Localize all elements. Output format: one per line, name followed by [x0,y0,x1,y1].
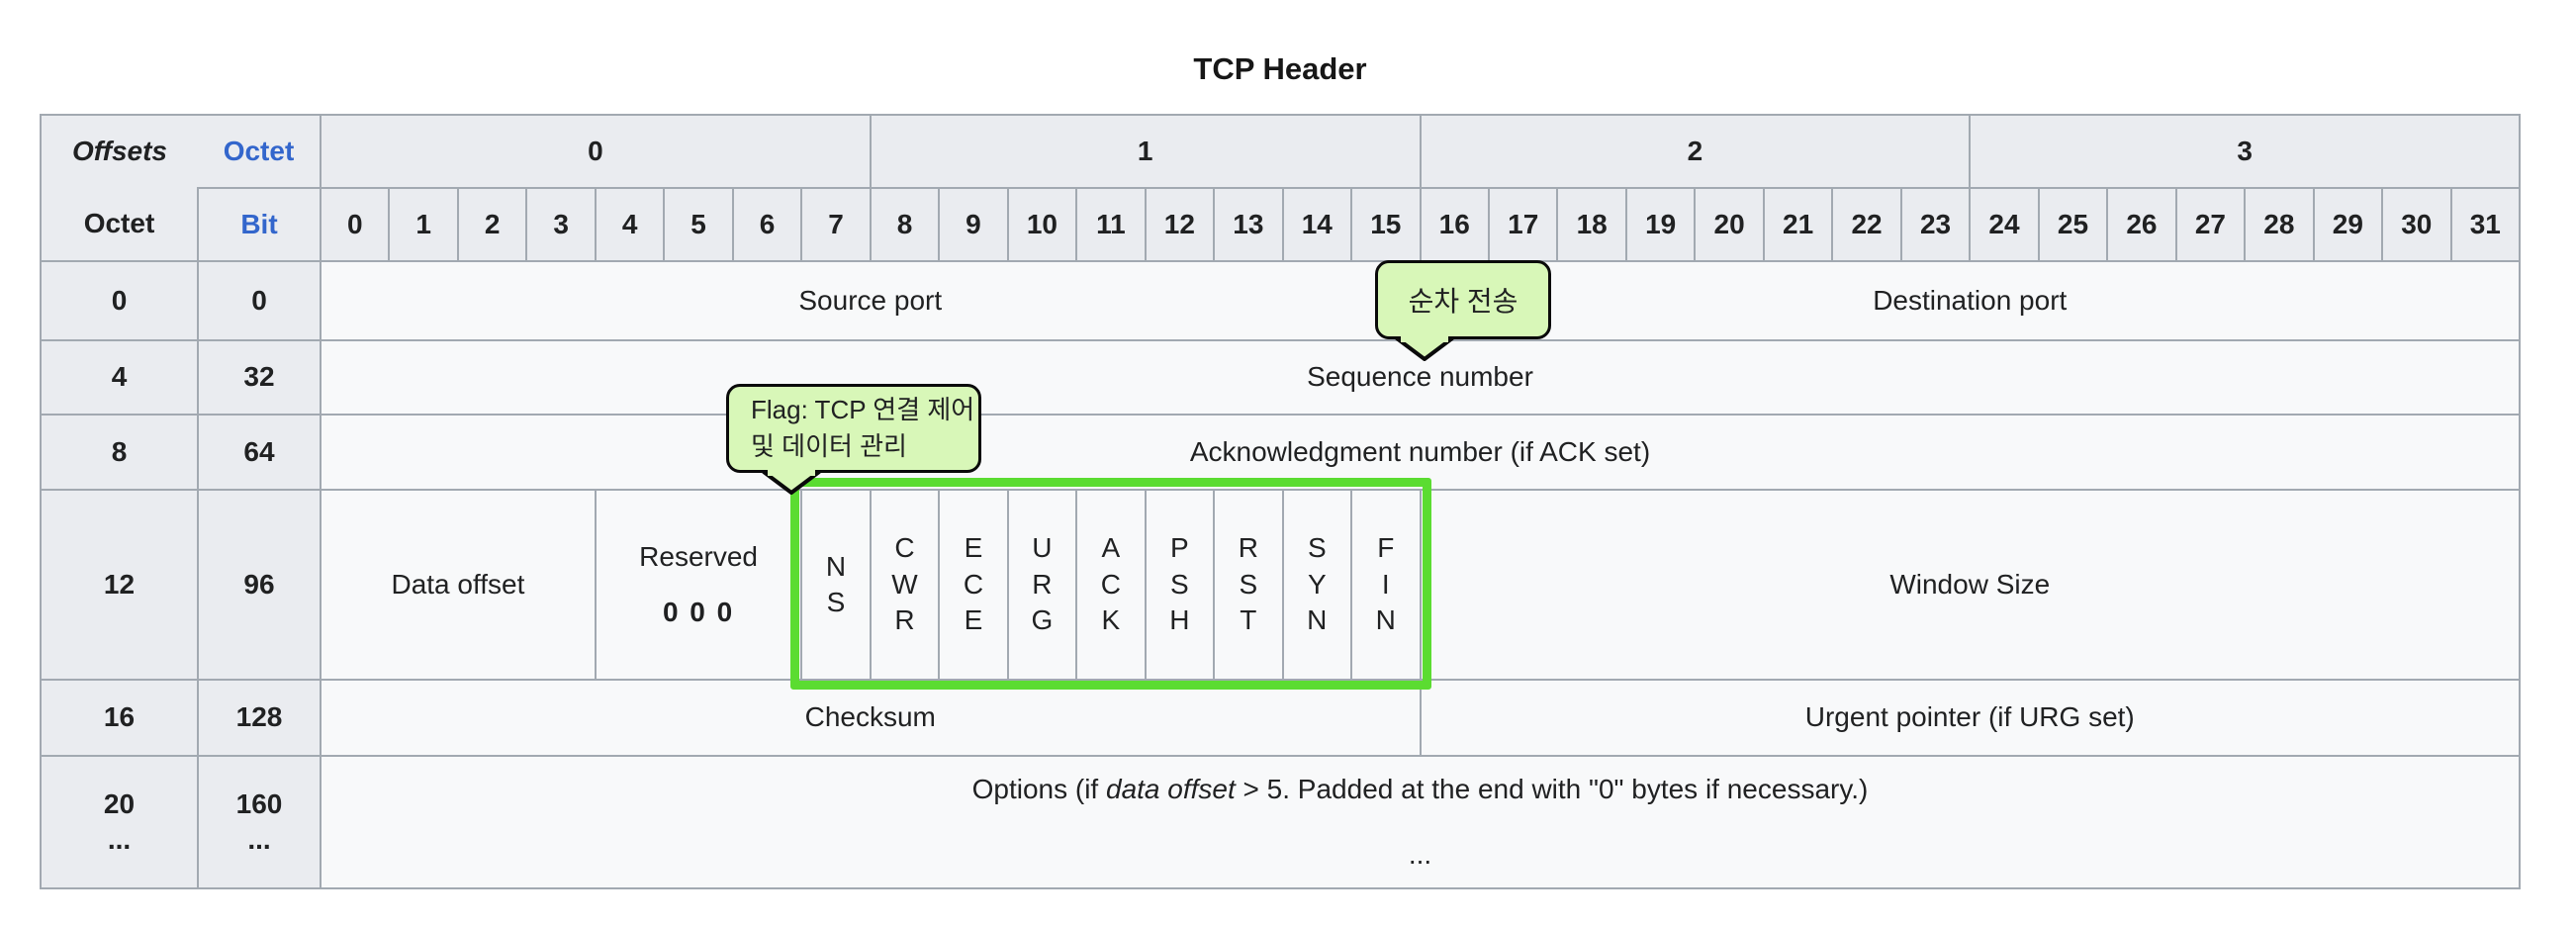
offset-bit-0: 0 [197,260,322,341]
urgent-pointer-field: Urgent pointer (if URG set) [1419,679,2521,757]
offset-octet-12: 12 [40,489,199,681]
bit-0: 0 [319,187,391,262]
flag-ns: N S [800,489,872,681]
bit-21: 21 [1762,187,1834,262]
bit-8: 8 [869,187,941,262]
row-checksum: 16 128 Checksum Urgent pointer (if URG s… [40,679,2521,757]
offsets-label: Offsets [40,114,198,188]
flag-psh: P S H [1144,489,1216,681]
diagram-title: TCP Header [1193,51,1367,86]
offset-bit-96: 96 [197,489,322,681]
row-flags: 12 96 Data offset Reserved 0 0 0 N S C W… [40,489,2521,681]
offset-bit-128: 128 [197,679,322,757]
octet-link[interactable]: Octet [198,114,322,189]
row-options: 20 ... 160 ... Options (if data offset >… [40,755,2521,889]
tcp-header-table: Offsets Octet 0 1 2 3 Octet Bit 0 1 2 3 … [40,114,2522,889]
options-suffix: > 5. Padded at the end with "0" bytes if… [1235,774,1869,804]
bit-17: 17 [1487,187,1559,262]
bit-2: 2 [456,187,528,262]
offset-bit-64: 64 [197,414,322,491]
octet-group-0: 0 [320,114,872,189]
octet-group-2: 2 [1419,114,1972,189]
row-ports: 0 0 Source port Destination port [40,260,2521,341]
bit-19: 19 [1624,187,1697,262]
source-port-field: Source port [320,260,1422,341]
bit-20: 20 [1694,187,1765,262]
offset-octet-8: 8 [40,414,199,491]
bit-1: 1 [388,187,459,262]
octet-group-row: Offsets Octet 0 1 2 3 [40,114,2521,189]
tooltip-flags-line1: Flag: TCP 연결 제어 [751,395,975,424]
flag-cwr: C W R [869,489,941,681]
bit-22: 22 [1831,187,1902,262]
options-data-offset-italic: data offset [1106,774,1236,804]
bit-9: 9 [938,187,1009,262]
checksum-field: Checksum [320,679,1422,757]
bit-link[interactable]: Bit [197,187,322,262]
bit-24: 24 [1969,187,2040,262]
tooltip-sequence: 순차 전송 [1375,260,1551,339]
tooltip-sequence-tail-icon [1395,336,1454,361]
bit-7: 7 [800,187,872,262]
offset-bit-32: 32 [197,339,322,416]
flag-urg: U R G [1006,489,1078,681]
bit-23: 23 [1899,187,1972,262]
bit-25: 25 [2037,187,2109,262]
bit-3: 3 [525,187,597,262]
tooltip-flags: Flag: TCP 연결 제어 및 데이터 관리 [726,384,981,473]
reserved-bits: 0 0 0 [662,597,735,627]
octet-group-1: 1 [869,114,1422,189]
offset-octet-20: 20 ... [40,755,199,889]
bit-number-row: Octet Bit 0 1 2 3 4 5 6 7 8 9 10 11 12 1… [40,187,2522,262]
flag-rst: R S T [1213,489,1284,681]
reserved-field: Reserved 0 0 0 [594,489,803,681]
window-size-field: Window Size [1419,489,2521,681]
ack-number-field: Acknowledgment number (if ACK set) [320,414,2521,491]
bit-10: 10 [1006,187,1078,262]
flag-fin: F I N [1350,489,1422,681]
options-field: Options (if data offset > 5. Padded at t… [320,755,2521,889]
octet-group-3: 3 [1969,114,2521,189]
bit-15: 15 [1350,187,1422,262]
flag-ece: E C E [938,489,1009,681]
bit-6: 6 [731,187,803,262]
reserved-label: Reserved [639,541,758,572]
destination-port-field: Destination port [1419,260,2521,341]
row-ack-number: 8 64 Acknowledgment number (if ACK set) [40,414,2521,491]
options-prefix: Options (if [971,774,1106,804]
bit-26: 26 [2106,187,2177,262]
flag-ack: A C K [1075,489,1147,681]
tooltip-flags-tail-icon [762,470,821,495]
bit-29: 29 [2312,187,2384,262]
bit-27: 27 [2174,187,2247,262]
bit-12: 12 [1144,187,1216,262]
flag-syn: S Y N [1281,489,1353,681]
bit-14: 14 [1281,187,1353,262]
bit-30: 30 [2381,187,2452,262]
bit-16: 16 [1419,187,1490,262]
offset-bit-160: 160 ... [197,755,322,889]
offset-octet-16: 16 [40,679,199,757]
data-offset-field: Data offset [320,489,597,681]
bit-18: 18 [1556,187,1627,262]
bit-4: 4 [594,187,666,262]
bit-11: 11 [1075,187,1147,262]
options-ellipsis: ... [1408,839,1432,870]
octet-label: Octet [40,188,199,262]
bit-28: 28 [2244,187,2315,262]
row-sequence-number: 4 32 Sequence number [40,339,2521,416]
bit-13: 13 [1213,187,1284,262]
options-text: Options (if data offset > 5. Padded at t… [322,757,2519,822]
tooltip-sequence-text: 순차 전송 [1408,286,1518,317]
bit-5: 5 [663,187,734,262]
offset-octet-4: 4 [40,339,199,416]
bit-31: 31 [2449,187,2522,262]
tooltip-flags-line2: 및 데이터 관리 [751,431,907,461]
offset-octet-0: 0 [40,260,199,341]
